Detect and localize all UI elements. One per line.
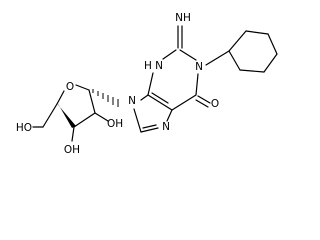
imidazole-ring xyxy=(133,94,173,133)
n3-h-label: H xyxy=(144,60,152,72)
molecule-structure: NH N H N N N O O OH OH HO xyxy=(16,12,278,156)
imine-bond xyxy=(177,25,183,49)
oh-3prime-label: OH xyxy=(64,144,80,156)
ribose-o-label: O xyxy=(66,81,74,93)
carbonyl-o-label: O xyxy=(211,98,219,110)
pyrimidine-ring xyxy=(147,49,199,111)
bond-c2-oh xyxy=(94,112,109,122)
ribose-ring xyxy=(56,84,96,128)
oh-5prime-label: HO xyxy=(16,122,32,134)
n3-label: N xyxy=(155,60,163,72)
n7-label: N xyxy=(162,121,170,133)
bond-n1-cyclohexyl xyxy=(205,50,230,66)
bond-c1-n9-hashed xyxy=(92,89,119,107)
imine-nh-label: NH xyxy=(175,12,191,24)
n1-label: N xyxy=(195,61,203,73)
carbonyl-bond xyxy=(195,95,211,108)
n9-label: N xyxy=(128,95,136,107)
cyclohexyl-ring xyxy=(228,30,278,73)
bond-c3-oh xyxy=(71,126,75,142)
bond-c4-c5 xyxy=(42,103,58,128)
oh-2prime-label: OH xyxy=(107,118,123,130)
